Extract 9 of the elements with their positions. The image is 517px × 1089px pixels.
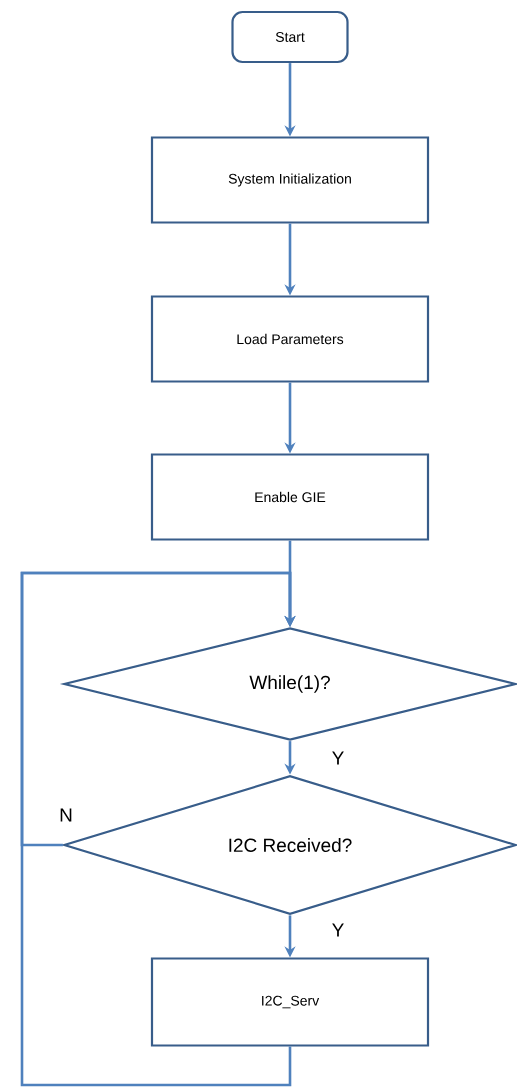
edge-label: Y [332,923,344,937]
edge-label: Y [332,751,344,765]
process-box: System Initialization [150,136,430,224]
arrow [20,571,296,1087]
process-box: Enable GIE [150,453,430,541]
process-box: I2C_Serv [150,957,430,1047]
start-terminal: Start [231,10,349,64]
edge-label: N [60,808,72,822]
process-box: Load Parameters [150,295,430,383]
